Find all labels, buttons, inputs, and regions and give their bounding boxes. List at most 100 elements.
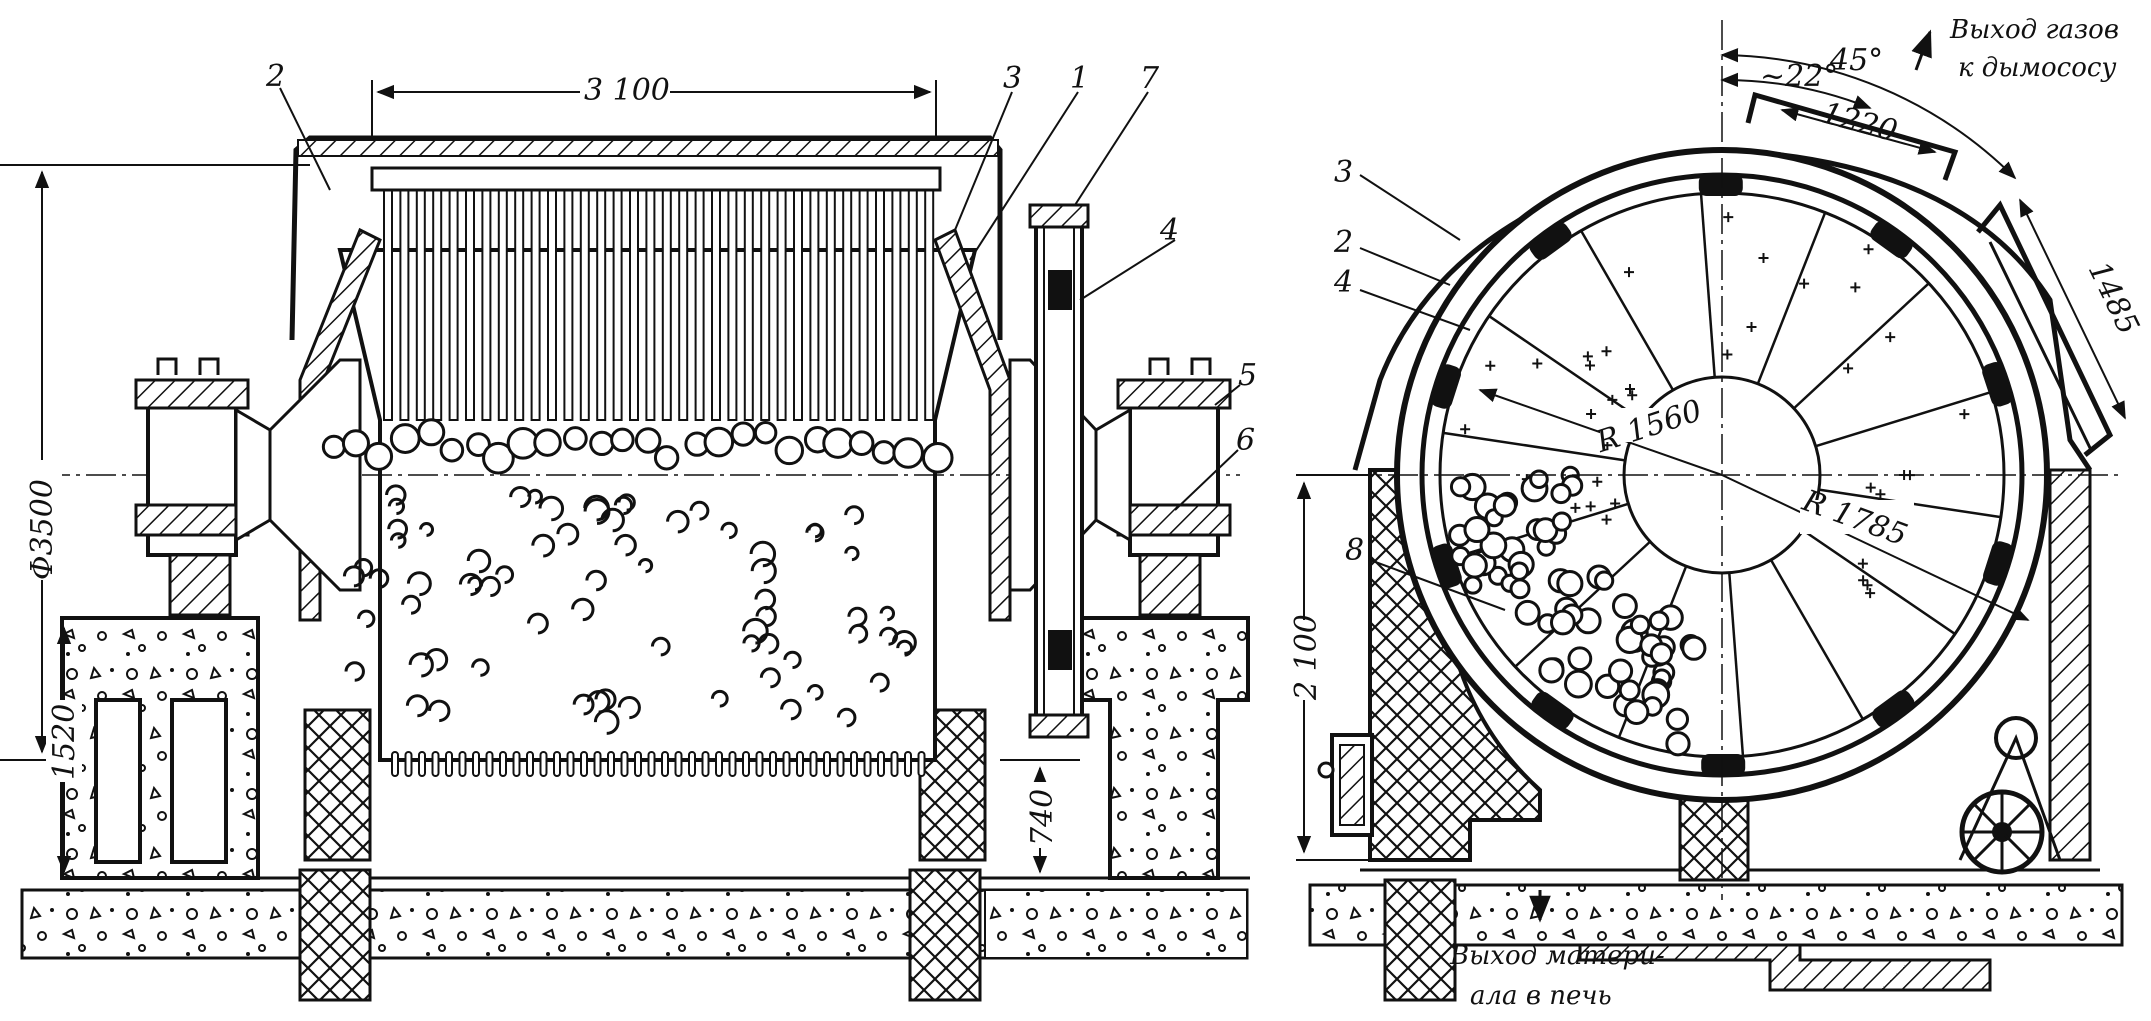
plus-mark: [1850, 282, 1861, 293]
grinding-ball: [533, 428, 562, 457]
plus-mark: [1570, 502, 1581, 513]
grinding-ball: [806, 684, 824, 701]
outlet-slot: [499, 751, 507, 777]
grinding-ball: [847, 606, 868, 627]
plus-mark: [1746, 322, 1757, 333]
grate-bar: [448, 189, 459, 421]
grinding-ball: [742, 634, 761, 653]
grinding-ball: [749, 540, 777, 568]
grinding-ball: [408, 652, 434, 678]
grinding-ball: [583, 494, 610, 522]
plus-mark: [1582, 351, 1593, 362]
outlet-slot: [445, 751, 453, 777]
top-strip: [297, 139, 999, 157]
grate-beam: [370, 166, 942, 192]
grinding-ball: [389, 532, 407, 549]
outlet-slot: [782, 751, 791, 777]
outlet-slot: [647, 751, 656, 777]
grinding-ball: [869, 672, 890, 693]
grinding-ball: [538, 495, 565, 522]
access-door: [1317, 733, 1374, 837]
grinding-ball: [342, 565, 365, 588]
grate-bar: [907, 189, 918, 421]
front-callouts: 3 2 4 8: [1333, 155, 1506, 611]
grinding-ball: [1479, 531, 1508, 560]
grate-bar: [645, 189, 656, 421]
dim-length-label: 3 100: [584, 73, 670, 108]
material-outlet-line2: ала в печь: [1470, 981, 1612, 1011]
lifter-plate: [1531, 691, 1574, 729]
plus-mark: [1959, 409, 1970, 420]
grinding-ball: [1556, 570, 1584, 598]
front-view: R 1560 R 1785 45° ~22° 1220 1485 2 100 3…: [1286, 15, 2146, 1011]
grinding-ball: [753, 420, 778, 445]
grinding-ball: [1611, 593, 1638, 619]
trunnion-left: [268, 358, 362, 592]
grinding-ball: [589, 430, 615, 457]
plus-mark: [1858, 575, 1869, 586]
plus-mark: [1865, 588, 1876, 599]
drum-spoke: [1442, 431, 1626, 462]
grate-bar: [842, 189, 853, 421]
outlet-slot: [877, 751, 885, 777]
drive-wheel: [1958, 716, 2062, 875]
grate-bar: [415, 189, 426, 421]
outlet-slot: [418, 751, 426, 777]
grinding-ball: [780, 698, 802, 721]
drum-lifters: [1430, 173, 2014, 777]
grinding-ball: [1509, 561, 1530, 581]
grate-bar: [399, 189, 410, 421]
dim-2100-label: 2 100: [1289, 614, 1324, 701]
grinding-ball: [1538, 657, 1565, 684]
grate-bar: [432, 189, 443, 421]
grinding-ball: [406, 571, 432, 597]
outlet-slot: [458, 751, 467, 777]
grinding-ball: [1514, 599, 1541, 626]
grate-bar: [825, 189, 836, 421]
angle-45-label: 45°: [1829, 43, 1883, 78]
grinding-ball: [650, 636, 671, 657]
grinding-ball: [1665, 731, 1691, 757]
grinding-ball: [871, 440, 897, 465]
grinding-ball: [482, 441, 515, 475]
plus-mark: [1722, 349, 1733, 360]
drum-spoke: [1793, 282, 1930, 410]
grate-bar: [858, 189, 869, 421]
grinding-ball: [1648, 610, 1670, 632]
grate-bar: [596, 189, 607, 421]
grinding-ball: [571, 597, 595, 622]
drum-spoke: [1815, 390, 1992, 448]
grinding-ball: [479, 575, 501, 598]
grinding-ball: [848, 623, 869, 644]
grinding-ball: [387, 497, 405, 516]
grinding-ball: [634, 427, 662, 454]
grinding-ball: [341, 429, 370, 458]
grinding-ball: [1529, 469, 1549, 490]
grinding-ball: [614, 533, 637, 557]
grinding-ball: [1594, 570, 1615, 591]
grinding-ball: [844, 545, 860, 562]
callout-5-side: 5: [1238, 358, 1257, 393]
grinding-ball: [836, 707, 857, 728]
callout-4-side: 4: [1159, 213, 1179, 248]
grinding-ball: [1567, 646, 1593, 672]
grinding-ball: [1563, 669, 1593, 699]
grinding-ball: [527, 488, 543, 505]
grate-bar: [678, 189, 689, 421]
dim-support-label: 1520: [47, 704, 82, 780]
grinding-ball: [653, 445, 680, 471]
plus-mark: [1799, 278, 1810, 289]
grinding-ball: [583, 498, 611, 525]
angle-22-label: ~22°: [1760, 59, 1838, 94]
plus-mark: [1584, 360, 1595, 371]
brick-foot-right: [1383, 878, 1457, 1002]
grinding-ball: [710, 689, 729, 708]
grinding-ball: [637, 557, 654, 574]
grinding-ball: [401, 594, 422, 615]
grinding-ball: [1629, 614, 1651, 636]
lifter-plate: [1430, 364, 1461, 409]
outlet-slot: [634, 751, 642, 777]
grate-bar: [612, 189, 623, 421]
grate-bar: [547, 189, 557, 421]
grinding-ball: [556, 522, 580, 546]
